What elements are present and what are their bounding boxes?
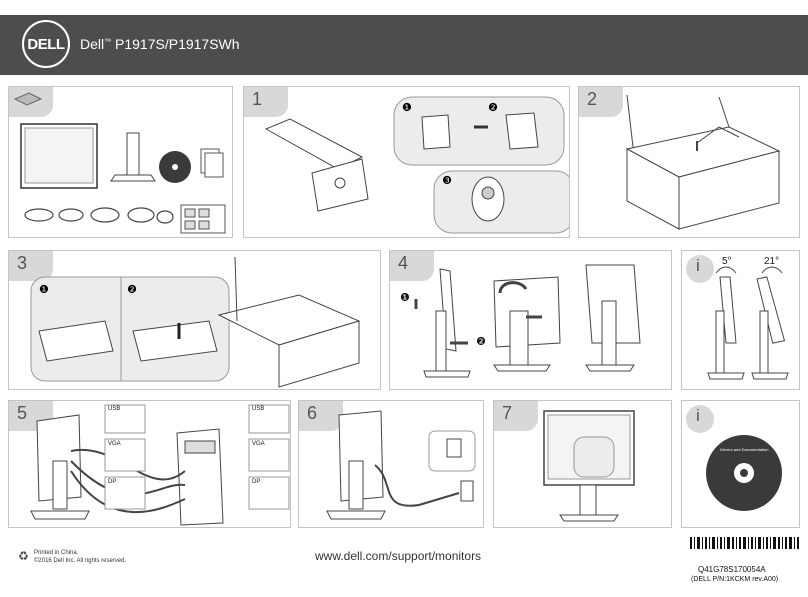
step-7-illustration (543, 410, 635, 522)
box-icon (13, 92, 43, 106)
monitor-front-icon (20, 123, 98, 189)
bullet-1: ❶ (402, 102, 412, 114)
info-icon: i (696, 256, 700, 275)
panel-step-4: 4 ❶ ❷ (389, 250, 672, 390)
info-icon: i (696, 406, 700, 425)
brand-name: Dell (80, 36, 105, 52)
step-tab-6: 6 (299, 401, 343, 431)
step-number-5: 5 (17, 403, 28, 423)
documents-icon (200, 148, 224, 178)
copyright: ©2016 Dell Inc. All rights reserved. (34, 558, 127, 564)
bullet-2: ❷ (488, 102, 498, 114)
quick-setup-sheet-icon (180, 204, 226, 234)
panel-step-1: 1 ❶ ❷ ❸ (243, 86, 570, 238)
step-number-6: 6 (307, 403, 318, 423)
step-2-illustration (625, 94, 781, 230)
trademark-symbol: ™ (104, 38, 112, 46)
bullet-3: ❸ (442, 175, 452, 187)
inset-rounded-box (393, 96, 565, 166)
step-1-illustration: ❶ ❷ ❸ (264, 96, 569, 234)
stand-icon (110, 132, 156, 182)
bullet-2: ❷ (127, 284, 137, 296)
cables-icon (24, 207, 174, 224)
product-title: Dell™ P1917S/P1917SWh (80, 36, 240, 52)
step-tab-info-disc: i (686, 405, 714, 433)
step-tab-4: 4 (390, 251, 434, 281)
printed-in: Printed in China. (34, 550, 79, 556)
usb-label-left: USB (108, 406, 121, 412)
step-tab-3: 3 (9, 251, 53, 281)
step-number-3: 3 (17, 253, 28, 273)
tilt-angle-back: 21° (764, 256, 780, 267)
panel-step-6: 6 (298, 400, 484, 528)
step-6-illustration (326, 410, 476, 520)
vga-label-left: VGA (108, 441, 121, 447)
step-4-illustration (414, 264, 641, 378)
panel-info-disc: i Drivers and Documentation (681, 400, 800, 528)
vga-label-right: VGA (252, 441, 265, 447)
disc-small-icon (159, 151, 191, 183)
recycle-icon: ♻ (18, 549, 29, 563)
step-number-4: 4 (398, 253, 409, 273)
step-tab-1: 1 (244, 87, 288, 117)
step-tab-2: 2 (579, 87, 623, 117)
dell-part-number: (DELL P/N:1KCKM rev.A00) (691, 576, 779, 583)
dp-label-left: DP (108, 479, 117, 485)
support-url[interactable]: www.dell.com/support/monitors (315, 549, 482, 563)
bullet-1: ❶ (400, 292, 410, 304)
bullet-1: ❶ (39, 284, 49, 296)
stand-attach-drawing (264, 118, 369, 212)
panel-info-tilt: i 5° 21° (681, 250, 800, 390)
panel-box-contents (8, 86, 233, 238)
panel-step-5: 5 USB VGA DP USB VGA DP (8, 400, 291, 528)
footer-legal: Printed in China. ©2016 Dell Inc. All ri… (34, 549, 126, 565)
usb-label-right: USB (252, 406, 265, 412)
step-number-2: 2 (587, 89, 598, 109)
dell-logo-text: DELL (27, 35, 65, 53)
disc-title: Drivers and Documentation (720, 447, 769, 452)
bullet-2: ❷ (476, 336, 486, 348)
model-name: P1917S/P1917SWh (115, 36, 240, 52)
step-5-illustration (30, 404, 290, 526)
tilt-angle-front: 5° (722, 256, 732, 267)
disc-illustration (706, 435, 782, 511)
panel-step-7: 7 (493, 400, 672, 528)
step-number-1: 1 (252, 89, 263, 109)
part-number: Q41G78S170054A (698, 565, 766, 574)
step-number-7: 7 (502, 403, 513, 423)
box-contents-illustration (13, 92, 226, 234)
panel-step-2: 2 (578, 86, 800, 238)
box-lift-drawing (217, 256, 361, 388)
panel-step-3: 3 ❶ ❷ (8, 250, 381, 390)
inset-lift-box (30, 276, 230, 382)
step-tab-7: 7 (494, 401, 538, 431)
barcode-icon (690, 537, 799, 549)
step-tab-info-tilt: i (686, 255, 714, 283)
tilt-illustration (707, 266, 789, 380)
dp-label-right: DP (252, 479, 261, 485)
inset-screw-box (433, 170, 569, 234)
header-bar: DELL Dell™ P1917S/P1917SWh (0, 15, 808, 75)
dell-logo: DELL (22, 20, 70, 68)
step-3-illustration: ❶ ❷ (30, 256, 361, 388)
